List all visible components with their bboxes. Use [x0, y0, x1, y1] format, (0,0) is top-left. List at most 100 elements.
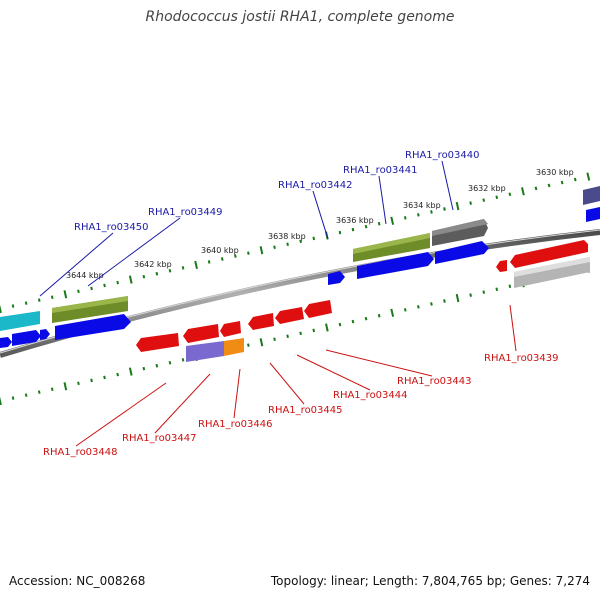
gene-blue[interactable] [12, 330, 41, 346]
genome-stats-label: Topology: linear; Length: 7,804,765 bp; … [270, 574, 590, 588]
scale-major-tick [455, 293, 460, 303]
gene-label-ro03443[interactable]: RHA1_ro03443 [397, 376, 472, 387]
gene-red[interactable] [304, 300, 332, 318]
scale-minor-tick [103, 375, 106, 380]
scale-minor-tick [430, 302, 433, 306]
scale-major-tick [0, 304, 2, 314]
gene-red[interactable] [220, 321, 241, 337]
scale-major-tick [194, 260, 198, 270]
scale-major-tick [259, 338, 264, 347]
gene-orange[interactable] [224, 338, 244, 356]
scale-minor-tick [24, 301, 28, 305]
scale-minor-tick [377, 221, 381, 226]
scale-minor-tick [220, 257, 224, 261]
kbp-label-3632: 3632 kbp [468, 184, 506, 193]
scale-minor-tick [247, 343, 250, 347]
kbp-label-3644: 3644 kbp [66, 271, 104, 280]
scale-major-tick [455, 201, 460, 211]
gene-label-ro03440[interactable]: RHA1_ro03440 [405, 150, 480, 161]
scale-minor-tick [508, 192, 512, 197]
scale-minor-tick [534, 186, 538, 191]
scale-major-tick [586, 172, 591, 181]
scale-minor-tick [338, 230, 342, 235]
scale-major-tick [128, 275, 133, 284]
scale-minor-tick [37, 390, 41, 394]
gene-label-ro03449[interactable]: RHA1_ro03449 [148, 207, 223, 218]
gene-red[interactable] [248, 313, 274, 330]
gene-blue[interactable] [435, 241, 489, 264]
accession-label: Accession: NC_008268 [9, 574, 146, 588]
scale-minor-tick [417, 213, 420, 217]
gene-blue[interactable] [0, 337, 12, 348]
scale-minor-tick [508, 284, 512, 289]
scale-major-tick [521, 187, 525, 196]
reverse-genes [136, 240, 590, 362]
gene-blue[interactable] [55, 314, 131, 340]
scale-minor-tick [312, 236, 316, 241]
scale-minor-tick [50, 387, 54, 392]
scale-major-tick [325, 323, 329, 332]
gene-label-ro03444[interactable]: RHA1_ro03444 [333, 390, 408, 401]
scale-major-tick [128, 367, 133, 376]
gene-red[interactable] [275, 307, 304, 324]
gene-label-ro03446[interactable]: RHA1_ro03446 [198, 419, 273, 430]
scale-minor-tick [364, 224, 368, 229]
scale-major-tick [0, 396, 2, 406]
scale-minor-tick [430, 210, 433, 214]
scale-minor-tick [181, 358, 185, 362]
scale-minor-tick [299, 331, 302, 336]
scale-minor-tick [77, 289, 80, 294]
gene-green-top [353, 233, 430, 254]
scale-minor-tick [247, 251, 250, 255]
kbp-label-3634: 3634 kbp [403, 201, 441, 210]
gene-red[interactable] [136, 333, 179, 352]
scale-major-tick [63, 290, 68, 299]
scale-minor-tick [560, 180, 564, 185]
scale-minor-tick [573, 177, 577, 182]
gene-red[interactable] [510, 240, 588, 268]
scale-minor-tick [351, 319, 355, 324]
kbp-label-3630: 3630 kbp [536, 168, 574, 177]
gene-blue[interactable] [40, 329, 50, 340]
scale-minor-tick [403, 216, 407, 220]
scale-minor-tick [469, 293, 472, 297]
gene-label-ro03439[interactable]: RHA1_ro03439 [484, 353, 559, 364]
scale-minor-tick [482, 198, 486, 202]
scale-minor-tick [299, 239, 302, 244]
scale-minor-tick [168, 360, 172, 365]
scale-minor-tick [142, 274, 146, 279]
kbp-label-3642: 3642 kbp [134, 260, 172, 269]
scale-minor-tick [90, 378, 93, 383]
gene-blue[interactable] [586, 207, 600, 222]
scale-minor-tick [155, 363, 159, 368]
scale-minor-tick [443, 299, 446, 303]
gene-red[interactable] [496, 260, 507, 272]
gene-label-ro03445[interactable]: RHA1_ro03445 [268, 405, 343, 416]
gene-label-ro03441[interactable]: RHA1_ro03441 [343, 165, 418, 176]
scale-minor-tick [11, 304, 15, 308]
scale-minor-tick [207, 260, 211, 264]
scale-minor-tick [403, 308, 407, 312]
gene-red[interactable] [183, 324, 219, 343]
gene-label-ro03448[interactable]: RHA1_ro03448 [43, 447, 118, 458]
gene-cyan[interactable] [0, 311, 40, 331]
scale-major-tick [390, 308, 395, 317]
gene-blue[interactable] [357, 252, 434, 279]
scale-minor-tick [234, 254, 237, 258]
scale-minor-tick [443, 207, 446, 211]
scale-minor-tick [495, 287, 499, 292]
scale-minor-tick [181, 266, 185, 270]
scale-minor-tick [116, 280, 119, 285]
scale-minor-tick [547, 183, 551, 188]
gene-label-ro03450[interactable]: RHA1_ro03450 [74, 222, 149, 233]
map-title: Rhodococcus jostii RHA1, complete genome [145, 9, 455, 25]
forward-genes [0, 186, 600, 348]
gene-blue[interactable] [328, 271, 345, 285]
upper-scale [0, 172, 591, 314]
gene-navy[interactable] [583, 186, 600, 205]
scale-minor-tick [377, 313, 381, 318]
gene-label-ro03447[interactable]: RHA1_ro03447 [122, 433, 197, 444]
gene-purple[interactable] [186, 341, 224, 362]
gene-label-ro03442[interactable]: RHA1_ro03442 [278, 180, 353, 191]
